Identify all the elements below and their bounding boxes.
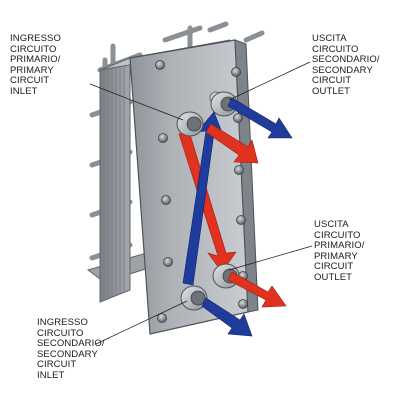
label-line: PRIMARIO/ xyxy=(10,54,61,66)
label-line: PRIMARY xyxy=(314,250,358,262)
plate-ribs xyxy=(103,62,125,300)
label-line: CIRCUITO xyxy=(10,43,57,55)
label-line: OUTLET xyxy=(314,271,353,283)
label-line: CIRCUIT xyxy=(312,75,352,87)
bolt xyxy=(155,60,165,70)
label-line: INGRESSO xyxy=(10,33,61,44)
label-line: CIRCUITO xyxy=(314,229,361,241)
label-line: USCITA xyxy=(314,219,349,230)
label-line: SECONDARY xyxy=(37,348,98,360)
primary-internal-flow-arrow xyxy=(178,130,237,273)
port-primary-inlet xyxy=(176,111,204,137)
label-line: SECONDARIO/ xyxy=(312,54,380,66)
label-line: CIRCUIT xyxy=(37,359,77,371)
secondary-inlet-arrow xyxy=(201,297,253,337)
label-line: CIRCUITO xyxy=(37,327,84,339)
label-line: USCITA xyxy=(312,33,347,44)
bolt xyxy=(157,313,167,323)
port-secondary-inlet xyxy=(180,285,208,311)
front-rod-ends xyxy=(207,21,265,43)
bolt xyxy=(158,133,168,143)
label-line: CIRCUIT xyxy=(10,75,50,87)
primary-circuit-inlet-label: INGRESSO CIRCUITO PRIMARIO/ PRIMARY CIRC… xyxy=(10,33,61,98)
bolt xyxy=(231,67,241,77)
label-line: SECONDARY xyxy=(312,64,373,76)
label-line: CIRCUIT xyxy=(314,261,354,273)
secondary-circuit-inlet-label: INGRESSO CIRCUITO SECONDARIO/ SECONDARY … xyxy=(37,317,105,382)
bolt xyxy=(163,257,173,267)
tie-bolts xyxy=(155,60,248,323)
secondary-circuit-outlet-label: USCITA CIRCUITO SECONDARIO/ SECONDARY CI… xyxy=(312,33,380,98)
label-line: OUTLET xyxy=(312,85,351,97)
label-line: INGRESSO xyxy=(37,317,88,328)
label-line: PRIMARY xyxy=(10,64,54,76)
label-line: INLET xyxy=(37,369,65,381)
label-line: CIRCUITO xyxy=(312,43,359,55)
primary-circuit-outlet-label: USCITA CIRCUITO PRIMARIO/ PRIMARY CIRCUI… xyxy=(314,219,365,284)
bolt xyxy=(233,113,243,123)
bolt xyxy=(161,195,171,205)
bolt xyxy=(236,215,246,225)
primary-inlet-arrow xyxy=(205,123,259,164)
primary-outlet-arrow xyxy=(227,271,287,308)
secondary-outlet-arrow xyxy=(227,97,293,139)
callout-leader-lines xyxy=(89,61,313,345)
plate-pack-side xyxy=(99,57,131,303)
label-line: PRIMARIO/ xyxy=(314,240,365,252)
bolt xyxy=(238,299,248,309)
label-line: SECONDARIO/ xyxy=(37,338,105,350)
label-line: INLET xyxy=(10,85,38,97)
bolt xyxy=(234,165,244,175)
